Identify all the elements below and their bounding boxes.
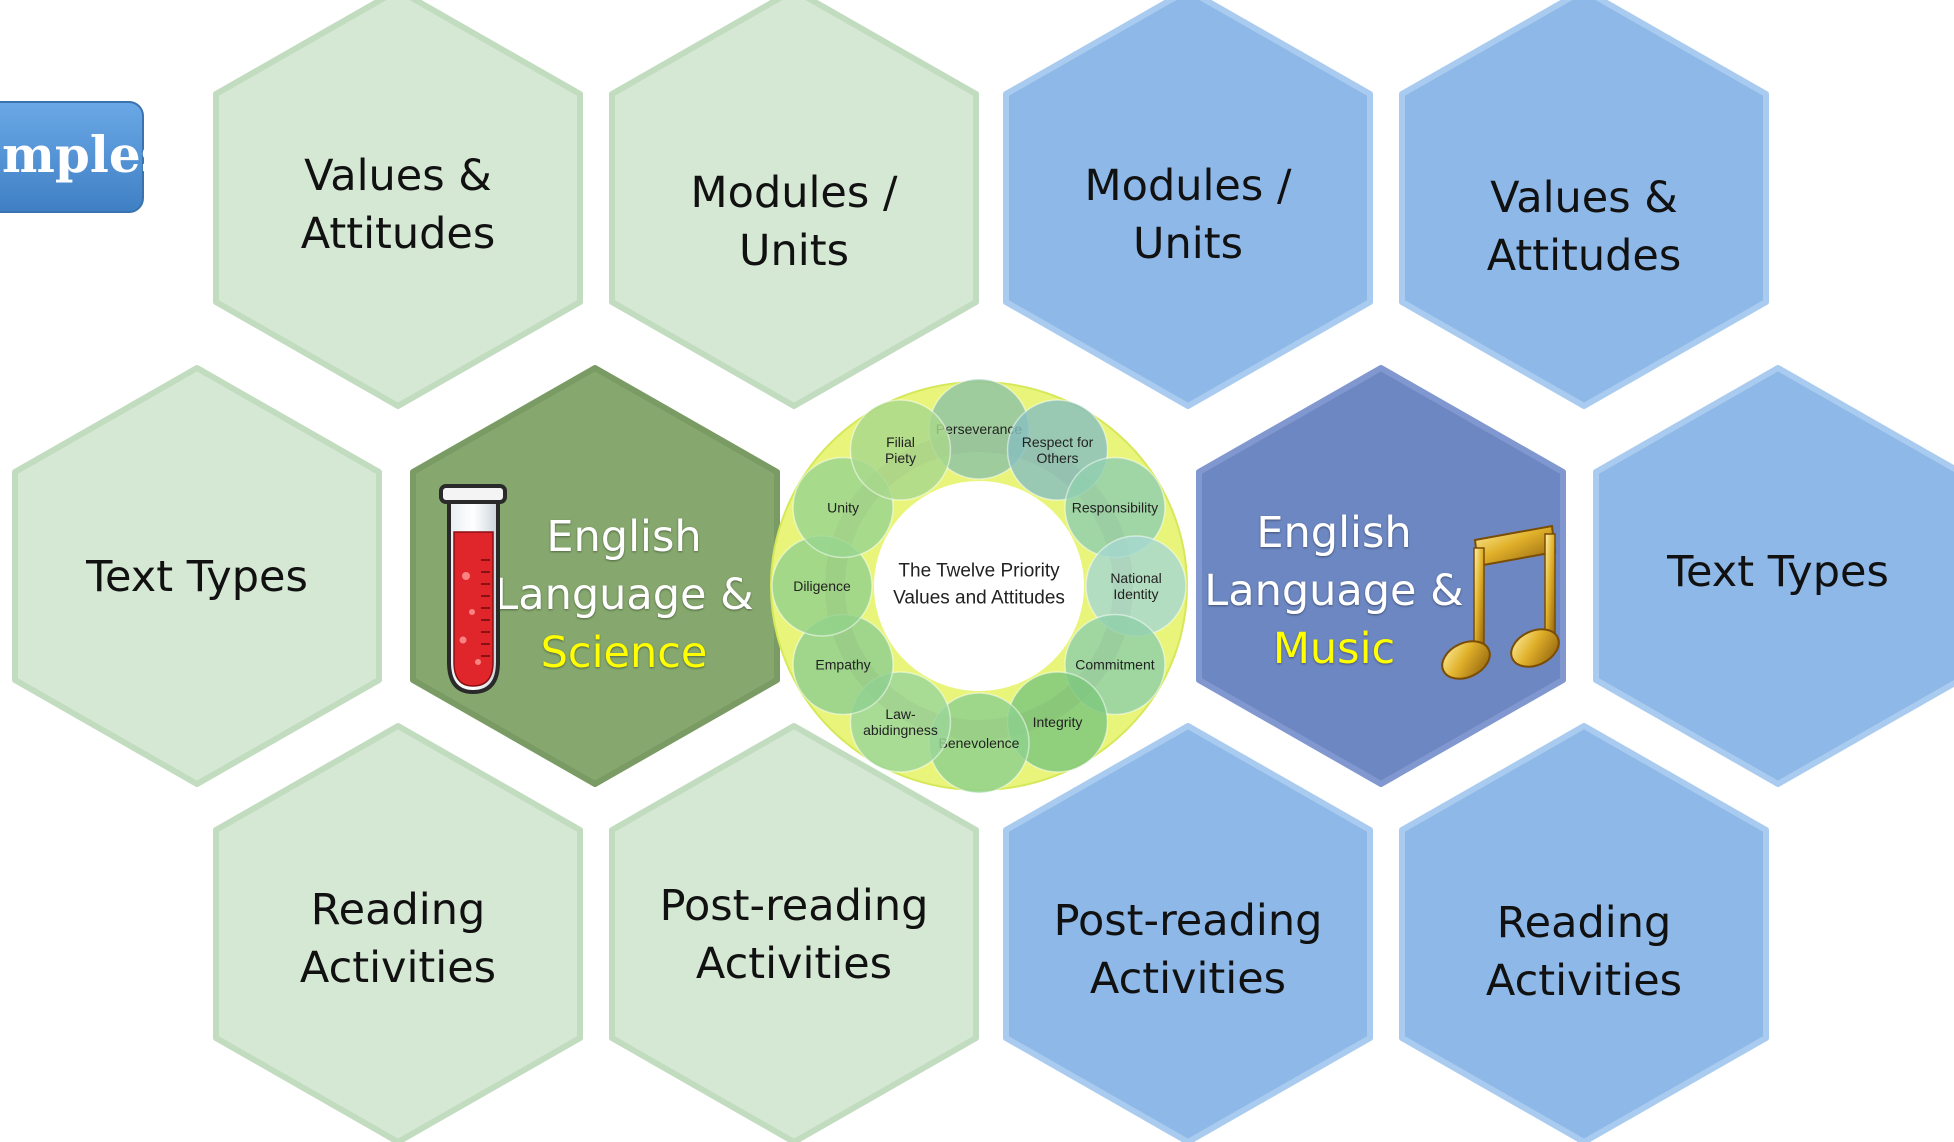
hexagon-shape xyxy=(1003,0,1373,409)
hexagon-modules-units-green: Modules / Units xyxy=(609,0,979,409)
hexagon-label-line: Text Types xyxy=(1666,547,1889,597)
value-label: Perseverance xyxy=(936,421,1023,437)
hexagon-shape xyxy=(1399,723,1769,1142)
value-label: Benevolence xyxy=(939,735,1020,751)
value-label: National xyxy=(1110,570,1161,586)
hexagon-label-line: Units xyxy=(739,226,849,276)
hexagon-label-line: Language & xyxy=(494,570,753,620)
hexagon-label-line: Attitudes xyxy=(301,209,496,259)
value-label: Others xyxy=(1036,450,1078,466)
value-circle: Diligence xyxy=(771,535,873,637)
hexagon-label-line: English xyxy=(1256,508,1411,558)
value-label: Respect for xyxy=(1022,434,1094,450)
value-circle: Empathy xyxy=(792,613,894,716)
hexagon-shape xyxy=(1003,723,1373,1142)
value-circle: Responsibility xyxy=(1064,456,1166,559)
value-label: Commitment xyxy=(1075,657,1154,673)
value-label: Diligence xyxy=(793,578,851,594)
value-circle: Perseverance xyxy=(928,378,1030,480)
wheel-center xyxy=(874,481,1084,691)
hexagon-label-line: Modules / xyxy=(1085,161,1292,211)
hexagon-label-line: Reading xyxy=(311,885,486,935)
hexagon-label-line: Reading xyxy=(1497,898,1672,948)
hexagon-label-line: Music xyxy=(1273,624,1395,674)
value-label: Responsibility xyxy=(1072,500,1158,516)
hexagon-shape xyxy=(609,723,979,1142)
hexagon-label-line: Modules / xyxy=(691,168,898,218)
wheel-center-title: Values and Attitudes xyxy=(893,588,1065,609)
hexagon-label-line: Activities xyxy=(1090,954,1286,1004)
hexagon-text-types-green: Text Types xyxy=(12,365,382,787)
value-label: Filial xyxy=(886,434,915,450)
hexagon-shape xyxy=(1399,0,1769,409)
hexagon-values-attitudes-green: Values & Attitudes xyxy=(213,0,583,409)
value-label: abidingness xyxy=(863,722,938,738)
value-label: Integrity xyxy=(1033,714,1083,730)
wheel-center-title: The Twelve Priority xyxy=(898,561,1060,582)
hexagon-shape xyxy=(1196,365,1566,787)
hexagon-label-line: English xyxy=(546,512,701,562)
hexagon-label-line: Science xyxy=(541,628,708,678)
hexagon-shape xyxy=(213,723,583,1142)
corner-tab[interactable]: mples xyxy=(0,101,169,213)
hexagon-label-line: Activities xyxy=(300,943,496,993)
hexagon-label-line: Post-reading xyxy=(1054,896,1323,946)
value-label: Identity xyxy=(1113,586,1158,602)
value-circle: Integrity xyxy=(1006,671,1109,773)
hexagon-text-types-blue: Text Types xyxy=(1593,365,1954,787)
hexagon-label-line: Values & xyxy=(1490,173,1678,223)
hexagon-shape xyxy=(1593,365,1954,787)
hexagon-label-line: Activities xyxy=(696,939,892,989)
value-label: Empathy xyxy=(815,657,870,673)
hexagon-shape xyxy=(410,365,780,787)
hexagon-values-attitudes-blue: Values & Attitudes xyxy=(1399,0,1769,409)
corner-tab-label: mples xyxy=(2,125,169,184)
test-tube-icon xyxy=(439,484,507,695)
value-label: Unity xyxy=(827,500,859,516)
hexagon-shape xyxy=(609,0,979,409)
hexagon-modules-units-blue: Modules / Units xyxy=(1003,0,1373,409)
hexagon-label-line: Units xyxy=(1133,219,1243,269)
hexagon-label-line: Activities xyxy=(1486,956,1682,1006)
music-note-icon xyxy=(1441,524,1560,680)
hexagon-shape xyxy=(213,0,583,409)
hexagon-label-line: Text Types xyxy=(85,552,308,602)
hexagon-label-line: Post-reading xyxy=(660,881,929,931)
hexagon-label-line: Attitudes xyxy=(1487,231,1682,281)
value-label: Law- xyxy=(885,706,916,722)
hexagon-label-line: Values & xyxy=(304,151,492,201)
hexagon-label-line: Language & xyxy=(1204,566,1463,616)
hexagon-shape xyxy=(12,365,382,787)
value-label: Piety xyxy=(885,450,916,466)
